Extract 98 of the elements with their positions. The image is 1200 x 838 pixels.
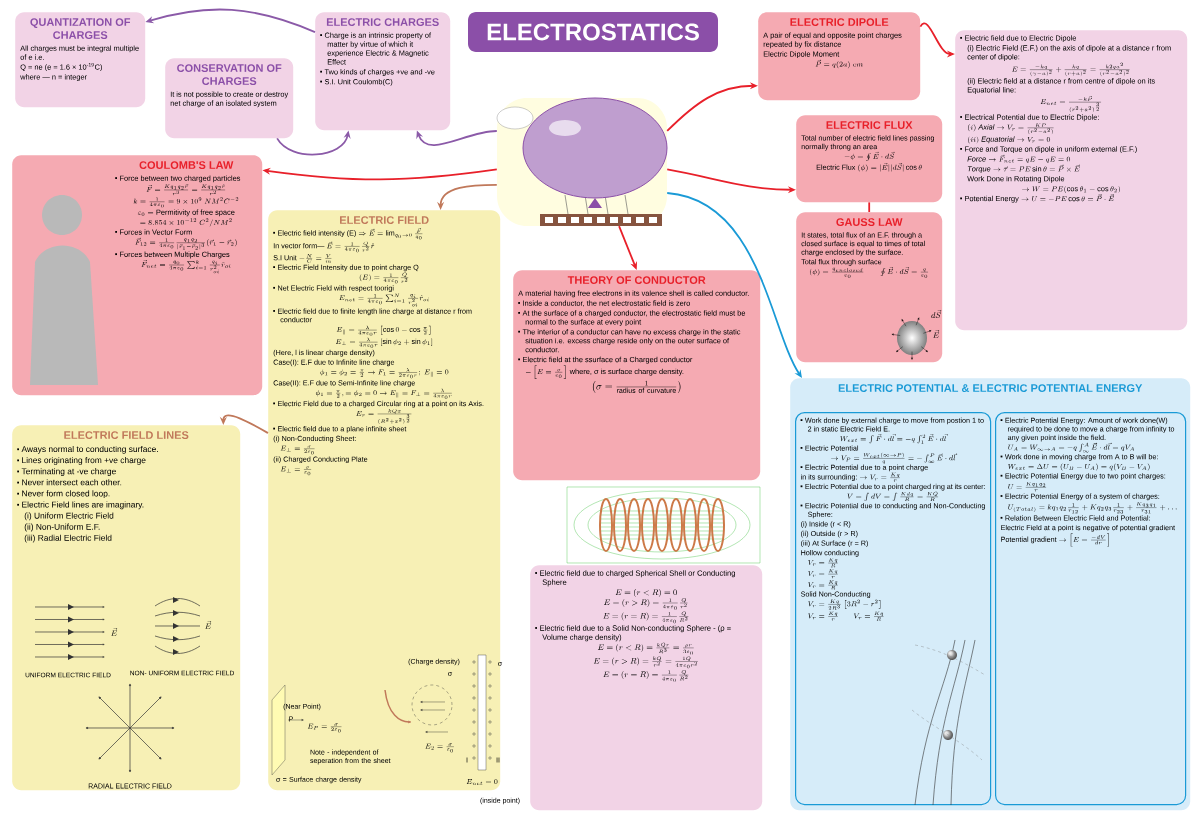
formula: $\vec{E} = \frac{1}{4\pi\varepsilon_0}\frac{Q}{r^2}\hat{r}$ bbox=[326, 241, 375, 253]
formula: $V_r = \frac{Kq}{r}$ bbox=[808, 569, 838, 579]
formula: $-\phi = \oint \vec{E}\cdot d\vec{S}$ bbox=[844, 151, 895, 161]
formula: $\rightarrow W = PE(\cos\theta_1 - \cos\theta_2)$ bbox=[1022, 185, 1121, 193]
formula: $\left(\sigma = \frac{1}{\mathrm{radius\ of\ curvature}}\right)$ bbox=[592, 380, 681, 393]
heading: ELECTRIC CHARGES bbox=[326, 18, 439, 26]
formula: $(\phi) = \frac{q_{enclosed}}{\varepsilon_0} \qquad \oint \vec{E}\cdot d\vec{S} = \frac{q}{\varepsilon_0}$ bbox=[809, 267, 929, 278]
formula: $E = (r > R) = \frac{kQ}{r^2} = \frac{1Q}{4\pi\varepsilon_0 r^2}$ bbox=[593, 656, 698, 669]
formula: $U_{(Total)} = kq_1q_2\frac{1}{r_{12}} + Kq_2q_3\frac{1}{r_{23}} + \frac{Kq_3q_1}{r_{31}} + \dots$ bbox=[1008, 502, 1177, 514]
title-banner: ELECTROSTATICS bbox=[468, 12, 718, 52]
formula: $\phi_1 = \frac{\pi}{2}, = \phi_2 = 0 \rightarrow E_{\parallel} = F_{\perp} = \frac{\lambda}{4\pi\varepsilon_0 r}$ bbox=[315, 388, 452, 399]
info-box bbox=[165, 58, 294, 139]
formula: $E = (r > R) = \frac{1}{4\pi\varepsilon_0}\frac{Q}{r^2}$ bbox=[604, 598, 688, 610]
heading: GAUSS LAW bbox=[836, 218, 903, 226]
formula: $V_r = \frac{Kq}{r} \qquad V_r = \frac{Kq}{R}$ bbox=[808, 611, 884, 621]
balloon-drawing bbox=[496, 97, 668, 226]
info-box bbox=[796, 212, 943, 363]
formula: $W_{ext} = \Delta U = (U_B - U_A) = q(V_B - V_A)$ bbox=[1008, 463, 1150, 471]
formula: $E = (r < R) = 0$ bbox=[615, 588, 677, 597]
bullet-point: Electric Field lines are imaginary. bbox=[17, 501, 144, 510]
formula: $\vec{F} = \frac{Kq_1q_2\vec{r}}{r^3} = \frac{Kq_1q_2\hat{r}}{r^2}$ bbox=[146, 184, 226, 196]
info-box bbox=[513, 270, 761, 481]
formula: $\mathit{Torque} \rightarrow \vec{\tau} = PE\sin\theta = \vec{P} \times \vec{E}$ bbox=[967, 164, 1080, 173]
formula: $\mathrm{Electric\ Flux}\ (\phi) = |\vec{E}||d\vec{S}|\cos\theta$ bbox=[816, 162, 922, 172]
formula: $E_{\perp} = \frac{\lambda}{4\pi\varepsilon_0 r}\left[\sin\phi_2 + \sin\phi_1\right]$ bbox=[335, 337, 433, 348]
formula: $E = (r = R) = \frac{1}{4\pi\varepsilon_0}\frac{Q}{R^2}$ bbox=[603, 611, 689, 624]
formula: $\vec{F}_{12} = \frac{1}{4\pi\varepsilon_0}\frac{q_1q_2}{|\vec{r}_1 - \vec{r}_2|^3}(\vec{r}_1 - \vec{r}_2)$ bbox=[135, 237, 237, 250]
formula: $\varepsilon_0 = \mathrm{Permitivity\ of\ free\ space}$ bbox=[137, 209, 235, 217]
formula: $E_{\perp} = \frac{\sigma}{\varepsilon_0}$ bbox=[280, 466, 312, 476]
info-box bbox=[15, 12, 146, 108]
formula: $\vec{P} = q(2a)\ cm$ bbox=[815, 59, 863, 69]
body-text: (i) Uniform Electric Field bbox=[24, 512, 114, 521]
info-box bbox=[315, 12, 451, 131]
heading: ELECTRIC POTENTIAL & ELECTRIC POTENTIAL ENERGY bbox=[838, 384, 1143, 392]
info-box bbox=[530, 565, 763, 811]
figure-label: $\vec{E}$ bbox=[205, 621, 212, 629]
bullet-point: Lines originating from +ve charge bbox=[17, 457, 146, 465]
heading: ELECTRIC DIPOLE bbox=[790, 18, 889, 26]
formula: $E = \frac{-kq}{(\gamma - a)^2} + \frac{kq}{(r+a)^2} = \frac{k2qa^2}{(r^2 - a^2)^2}$ bbox=[1012, 62, 1130, 77]
bullet-point: Terminating at -ve charge bbox=[17, 468, 116, 476]
body-text: (ii) Non-Uniform E.F. bbox=[24, 523, 100, 532]
formula: $= 8.854\times 10^{-12}\ C^2/NM^2$ bbox=[140, 218, 232, 227]
formula: $\rightarrow \left[E = \frac{-dV}{dr}\right]$ bbox=[1059, 533, 1109, 547]
formula: $E = (r < R) = \frac{kQr}{R^3} = \frac{\rho r}{3\varepsilon_0}$ bbox=[597, 642, 694, 655]
bullet-point: Never form closed loop. bbox=[17, 490, 110, 499]
formula: $E_{net} = \frac{1}{4\pi\varepsilon_0}\sum_{i=1}^{N}\frac{q_i}{r_{oi}^2}\hat{r}_{oi}$ bbox=[339, 293, 429, 307]
figure-label: $d\vec{S}$ bbox=[931, 310, 942, 319]
info-box bbox=[955, 30, 1188, 331]
formula: $E_{net} = \frac{-k\vec{P}}{(r^2 + a^2)^{\frac{3}{2}}}$ bbox=[1040, 95, 1102, 113]
formula: $\rightarrow V_P = \frac{W_{ext}(\infty \rightarrow P)}{q} = -\int_\infty^P \vec{E}\cdot d\vec{l}$ bbox=[831, 452, 958, 464]
formula: $\phi_1 = \phi_2 = \frac{\pi}{2} \rightarrow F_1 = \frac{\lambda}{2\pi\varepsilon_0 r};\ E_{\parallel} = 0$ bbox=[320, 368, 449, 379]
formula: $V = \int dV = \int \frac{Kdq}{R} = \frac{KQ}{R}$ bbox=[847, 491, 939, 502]
formula: $U_A = W_{\infty \rightarrow A} = -q\int_\infty^A \vec{E}\cdot d\vec{l} = qV_A$ bbox=[1008, 442, 1135, 453]
formula: $-\frac{N}{C} = \frac{V}{m}$ bbox=[299, 254, 332, 263]
figure-label: $\vec{E}$ bbox=[933, 330, 940, 338]
formula: $W_{ext} = \int \vec{F}\cdot d\vec{l} = -q\int_1^2 \vec{E}\cdot d\vec{l}$ bbox=[840, 434, 949, 444]
connector-line bbox=[868, 201, 871, 213]
formula: $(i)\ \mathit{Axial} \rightarrow V_r = \frac{KP}{(r^2 - a^2)}$ bbox=[968, 123, 1054, 135]
column-box bbox=[795, 412, 992, 806]
formula: $E_{\perp} = \frac{\sigma}{2\varepsilon_0}$ bbox=[280, 445, 315, 455]
formula: $k = \frac{1}{4\pi\varepsilon_0} = 9\times 10^9\ NM^2C^{-2}$ bbox=[133, 197, 239, 208]
heading: COULOMB'S LAW bbox=[139, 161, 234, 169]
formula: $\rightarrow V_r = \frac{Kq}{r}$ bbox=[859, 472, 900, 482]
figure-label: $\vec{E}$ bbox=[111, 628, 118, 636]
formula: $V_r = \frac{Kq}{2R^3}\left[3R^2 - r^2\right]$ bbox=[808, 599, 881, 610]
arrow bbox=[666, 192, 802, 378]
bullet-point: Aways normal to conducting surface. bbox=[17, 445, 158, 454]
bullet-point: $\mathrm{Potential\ Energy} \rightarrow U = -PE\cos\theta = \vec{P}\cdot\vec{E}$ bbox=[960, 194, 1115, 203]
arrow bbox=[618, 225, 637, 270]
formula: $\vec{F}_{net} = \frac{q_0}{4\pi\varepsilon_0}\sum_{i=1}^{k}\frac{q_i}{r_{oi}^2}\hat{r}_{oi}$ bbox=[141, 259, 231, 274]
formula: $(ii)\ \mathit{Equatorial} \rightarrow V_r = 0$ bbox=[968, 136, 1051, 144]
column-box bbox=[995, 412, 1187, 806]
formula: $V_r = \frac{Kq}{R}$ bbox=[808, 558, 838, 568]
figure-label: $E_2 = \frac{\sigma}{\varepsilon_0}$ bbox=[425, 743, 454, 753]
formula: $V_r = \frac{Kq}{R}$ bbox=[808, 580, 838, 590]
formula: $E_{\parallel} = \frac{\lambda}{4\pi\varepsilon_0 r}\left[\cos 0 - \cos\frac{\pi}{2}\right]$ bbox=[336, 325, 431, 336]
bullet-point: Never intersect each other. bbox=[17, 479, 122, 486]
info-box bbox=[268, 210, 501, 791]
heading: ELECTRIC FIELD LINES bbox=[64, 431, 189, 439]
formula: $\Rightarrow \vec{E} = \lim_{q_0 \to 0} \frac{\vec{F}}{q_0}$ bbox=[358, 227, 423, 240]
body-text: (iii) Radial Electric Field bbox=[24, 534, 112, 543]
formula: $E_r = \frac{kQx}{(R^2 + x^2)^{\frac{3}{2}}}$ bbox=[356, 408, 412, 425]
heading: ELECTRIC FLUX bbox=[826, 121, 913, 129]
formula: $U = \frac{Kq_1q_2}{r}$ bbox=[1008, 481, 1047, 492]
formula: $-\left[E = \frac{\sigma}{\varepsilon_0}\right]$ bbox=[525, 365, 566, 379]
heading: ELECTRIC FIELD bbox=[340, 216, 429, 224]
formula: $E = (r = R) = \frac{1}{4\pi\varepsilon_0}\frac{Q}{R^2}$ bbox=[603, 670, 689, 682]
arrow bbox=[416, 130, 498, 146]
figure-label: $E_{net} = 0$ bbox=[466, 779, 498, 785]
heading: THEORY OF CONDUCTOR bbox=[567, 276, 706, 284]
heading: CONSERVATION OF CHARGES bbox=[177, 64, 282, 85]
heading: QUANTIZATION OF CHARGES bbox=[30, 18, 131, 39]
formula: $\mathit{Force} \rightarrow \vec{F}_{net} = qE - qE = 0$ bbox=[967, 154, 1071, 163]
info-box bbox=[758, 12, 921, 101]
figure-label: $E_P = \frac{\sigma}{2\varepsilon_0}$ bbox=[307, 723, 342, 733]
info-box bbox=[796, 115, 943, 203]
formula: $(E) = \frac{1}{4\pi\varepsilon_0}\frac{Q}{r^2}$ bbox=[359, 272, 409, 284]
info-box bbox=[12, 425, 241, 791]
